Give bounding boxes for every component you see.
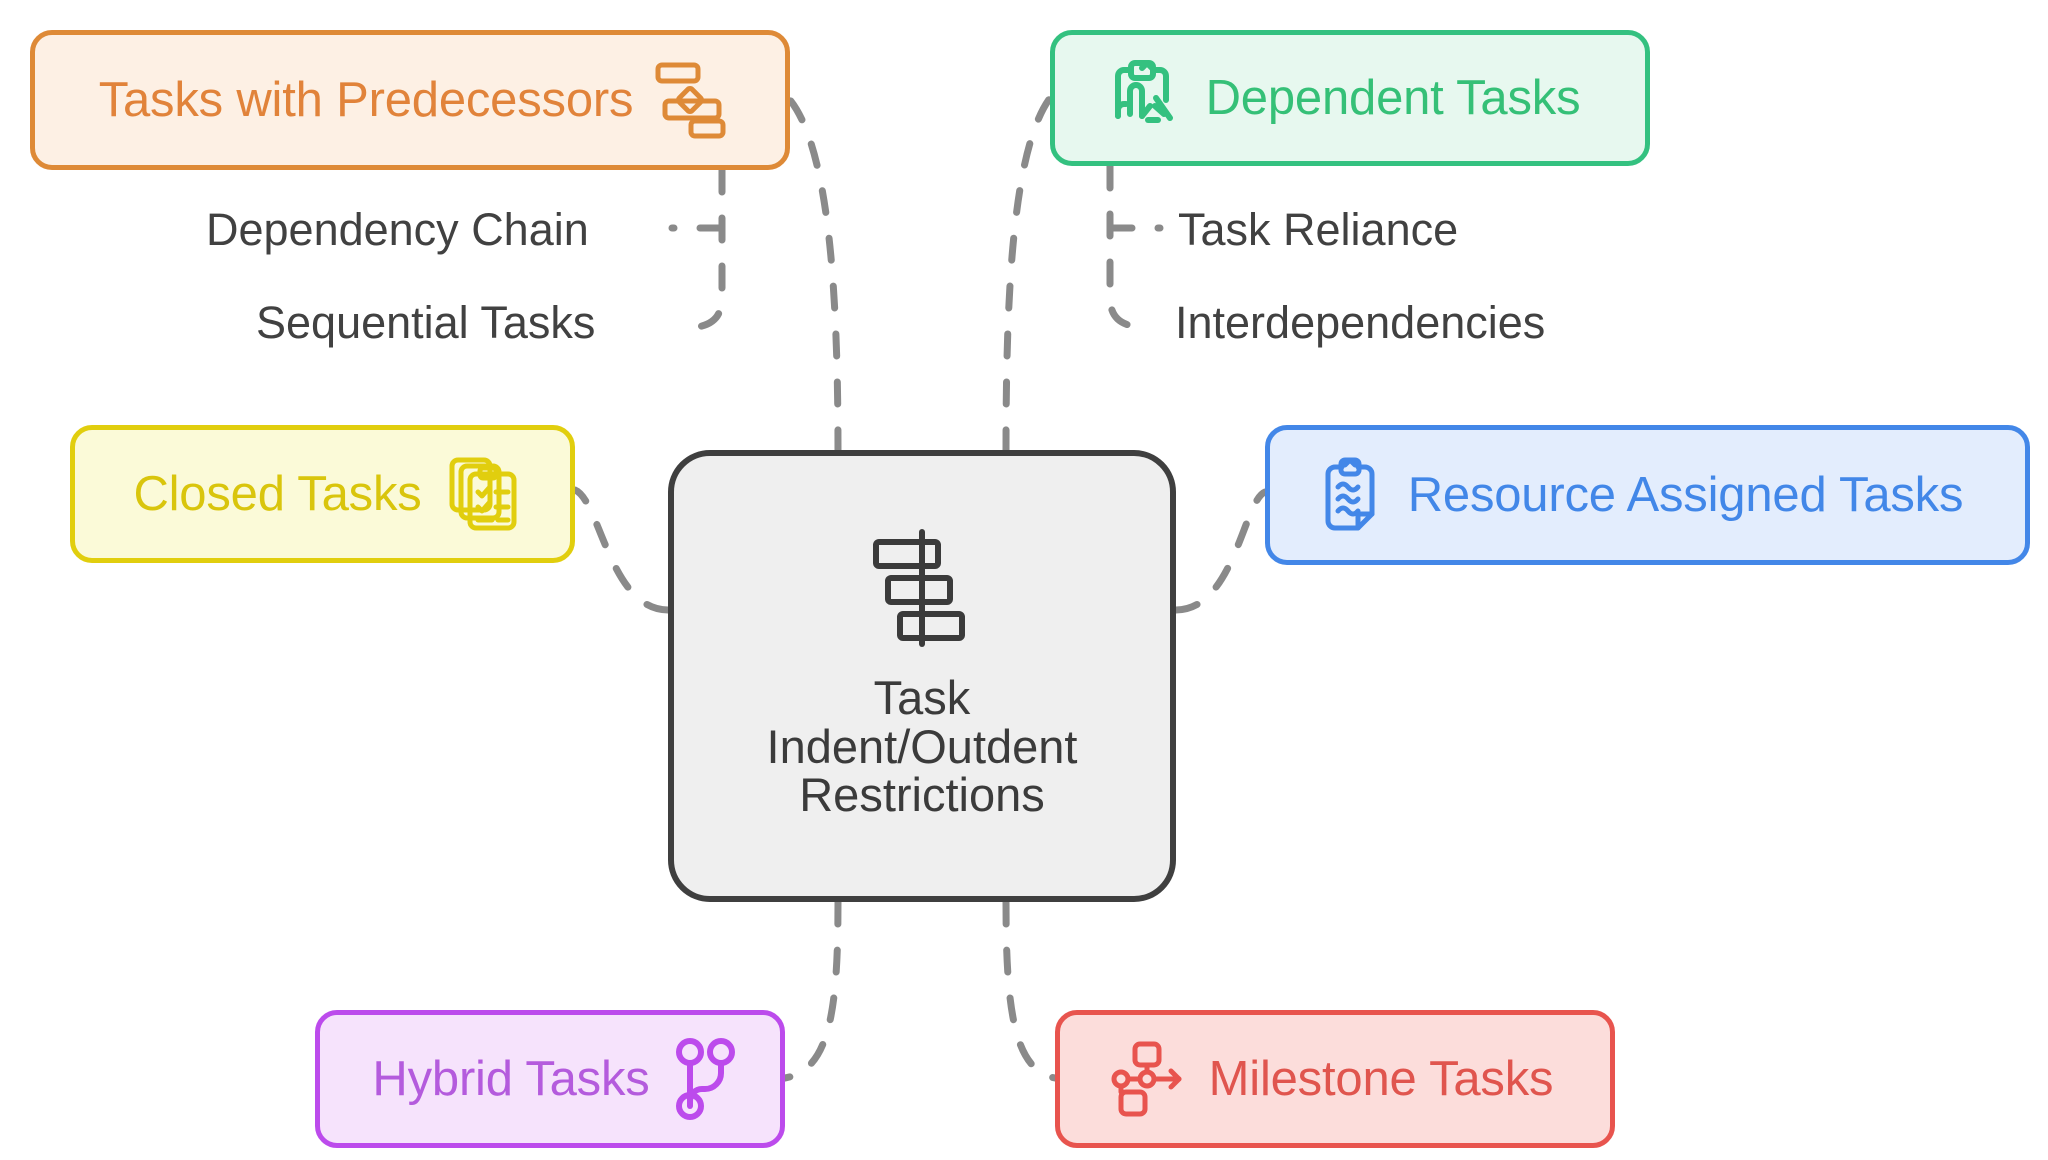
branch-label-tasks-with-predecessors: Tasks with Predecessors [98,73,634,127]
connector-center-to-predecessors [786,96,842,456]
flow-nodes-arrow-icon [1107,1040,1187,1118]
connector-center-to-resource [1172,488,1269,614]
gantt-dependency-icon [655,61,729,139]
connector-center-to-closed [571,486,672,614]
connector-center-to-hybrid [781,898,842,1082]
sublabel-dependency-chain: Dependency Chain [206,204,589,255]
branch-node-hybrid-tasks[interactable]: Hybrid Tasks [315,1010,785,1148]
connector-predecessors-trunk [686,166,726,332]
connector-dependent-trunk [1106,162,1150,332]
branch-node-dependent-tasks[interactable]: Dependent Tasks [1050,30,1650,166]
branch-label-closed-tasks: Closed Tasks [133,467,422,521]
branch-node-resource-assigned-tasks[interactable]: Resource Assigned Tasks [1265,425,2030,565]
center-title-line-2: Indent/Outdent [766,719,1078,773]
center-node-title: Task Indent/Outdent Restrictions [766,670,1078,822]
sublabel-task-reliance: Task Reliance [1178,204,1459,255]
clipboard-hand-icon [1108,58,1186,138]
branch-node-milestone-tasks[interactable]: Milestone Tasks [1055,1010,1615,1148]
connector-center-to-dependent [1002,94,1054,456]
git-branch-icon [674,1038,736,1120]
branch-label-hybrid-tasks: Hybrid Tasks [372,1052,650,1106]
sublabel-interdependencies: Interdependencies [1175,297,1546,348]
branch-label-resource-assigned-tasks: Resource Assigned Tasks [1407,468,1964,522]
center-title-line-3: Restrictions [799,768,1045,822]
center-title-line-1: Task [873,670,971,724]
gantt-indent-icon [868,526,976,650]
branch-label-milestone-tasks: Milestone Tasks [1208,1052,1554,1106]
branch-node-closed-tasks[interactable]: Closed Tasks [70,425,575,563]
checklist-stack-icon [448,456,518,532]
center-node[interactable]: Task Indent/Outdent Restrictions [668,450,1176,902]
branch-node-tasks-with-predecessors[interactable]: Tasks with Predecessors [30,30,790,170]
branch-label-dependent-tasks: Dependent Tasks [1205,71,1581,125]
clipboard-lines-icon [1322,455,1386,535]
connector-center-to-milestone [1002,898,1059,1082]
sublabel-sequential-tasks: Sequential Tasks [256,297,596,348]
